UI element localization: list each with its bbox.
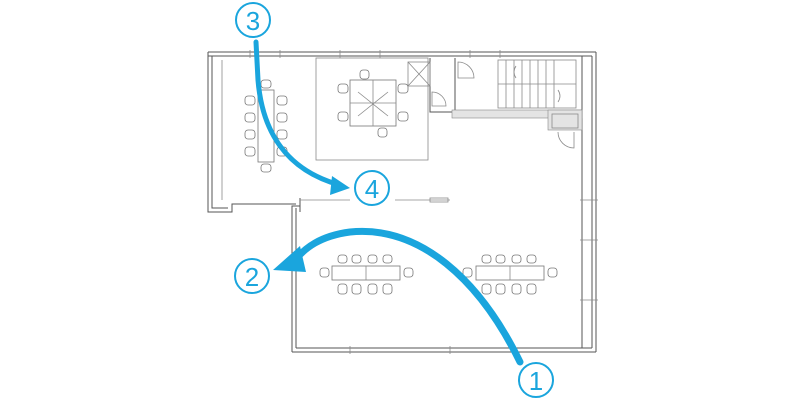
marker-2: 2 — [234, 258, 270, 294]
chair-icon — [319, 254, 414, 295]
arrow-3-to-4 — [253, 39, 343, 188]
arrow-3-to-4-head — [330, 176, 350, 195]
door-swing-icon — [431, 61, 575, 149]
chair-icon — [462, 254, 558, 295]
lower-right-table-group — [462, 254, 558, 295]
chair-icon — [244, 79, 288, 173]
marker-1: 1 — [518, 362, 554, 398]
marker-4: 4 — [354, 170, 390, 206]
workstation-cluster-icon — [337, 69, 409, 138]
marker-4-label: 4 — [365, 174, 379, 204]
outer-walls — [207, 50, 598, 354]
route-arrows — [253, 39, 524, 366]
service-core — [315, 57, 583, 161]
staircase-icon — [497, 59, 577, 109]
marker-3: 3 — [235, 2, 271, 38]
marker-2-label: 2 — [245, 262, 259, 292]
lower-left-table-group — [319, 254, 414, 295]
marker-1-label: 1 — [529, 366, 543, 396]
marker-3-label: 3 — [246, 6, 260, 36]
arrow-1-to-2 — [291, 227, 524, 366]
arrow-1-to-2-head — [273, 246, 306, 272]
